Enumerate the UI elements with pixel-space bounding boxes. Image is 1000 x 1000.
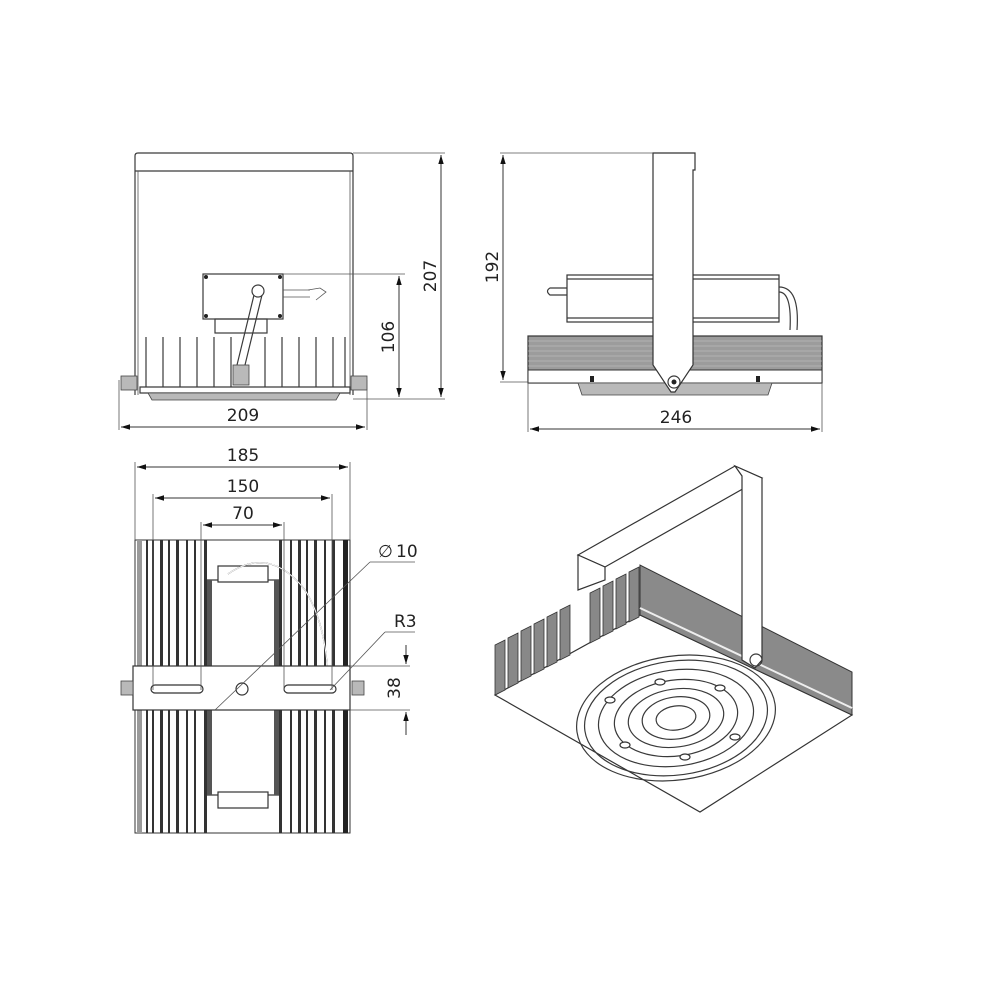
side-dimensions: 192 246: [483, 152, 823, 432]
dim-209: 209: [227, 406, 259, 426]
dim-207: 207: [421, 260, 441, 292]
dim-246: 246: [660, 408, 692, 428]
front-dimensions: 207 106 209: [118, 152, 445, 430]
lens-rings: [575, 654, 777, 782]
top-view: [120, 539, 415, 834]
dim-38: 38: [385, 677, 405, 699]
heatsink-fins: [145, 337, 346, 387]
dim-185: 185: [227, 446, 259, 466]
top-dimensions: 185 150 70 ∅ 10 R3 38: [134, 446, 418, 735]
iso-fins: [494, 566, 640, 696]
isometric-view: [493, 464, 854, 813]
dim-r3: R3: [394, 612, 417, 632]
side-view: [527, 152, 823, 396]
front-view: [120, 152, 368, 401]
dim-106: 106: [379, 321, 399, 353]
dim-70: 70: [232, 504, 254, 524]
dim-192: 192: [483, 251, 503, 283]
dim-150: 150: [227, 477, 259, 497]
dim-diameter-symbol: ∅: [378, 542, 393, 562]
dim-10: 10: [396, 542, 418, 562]
